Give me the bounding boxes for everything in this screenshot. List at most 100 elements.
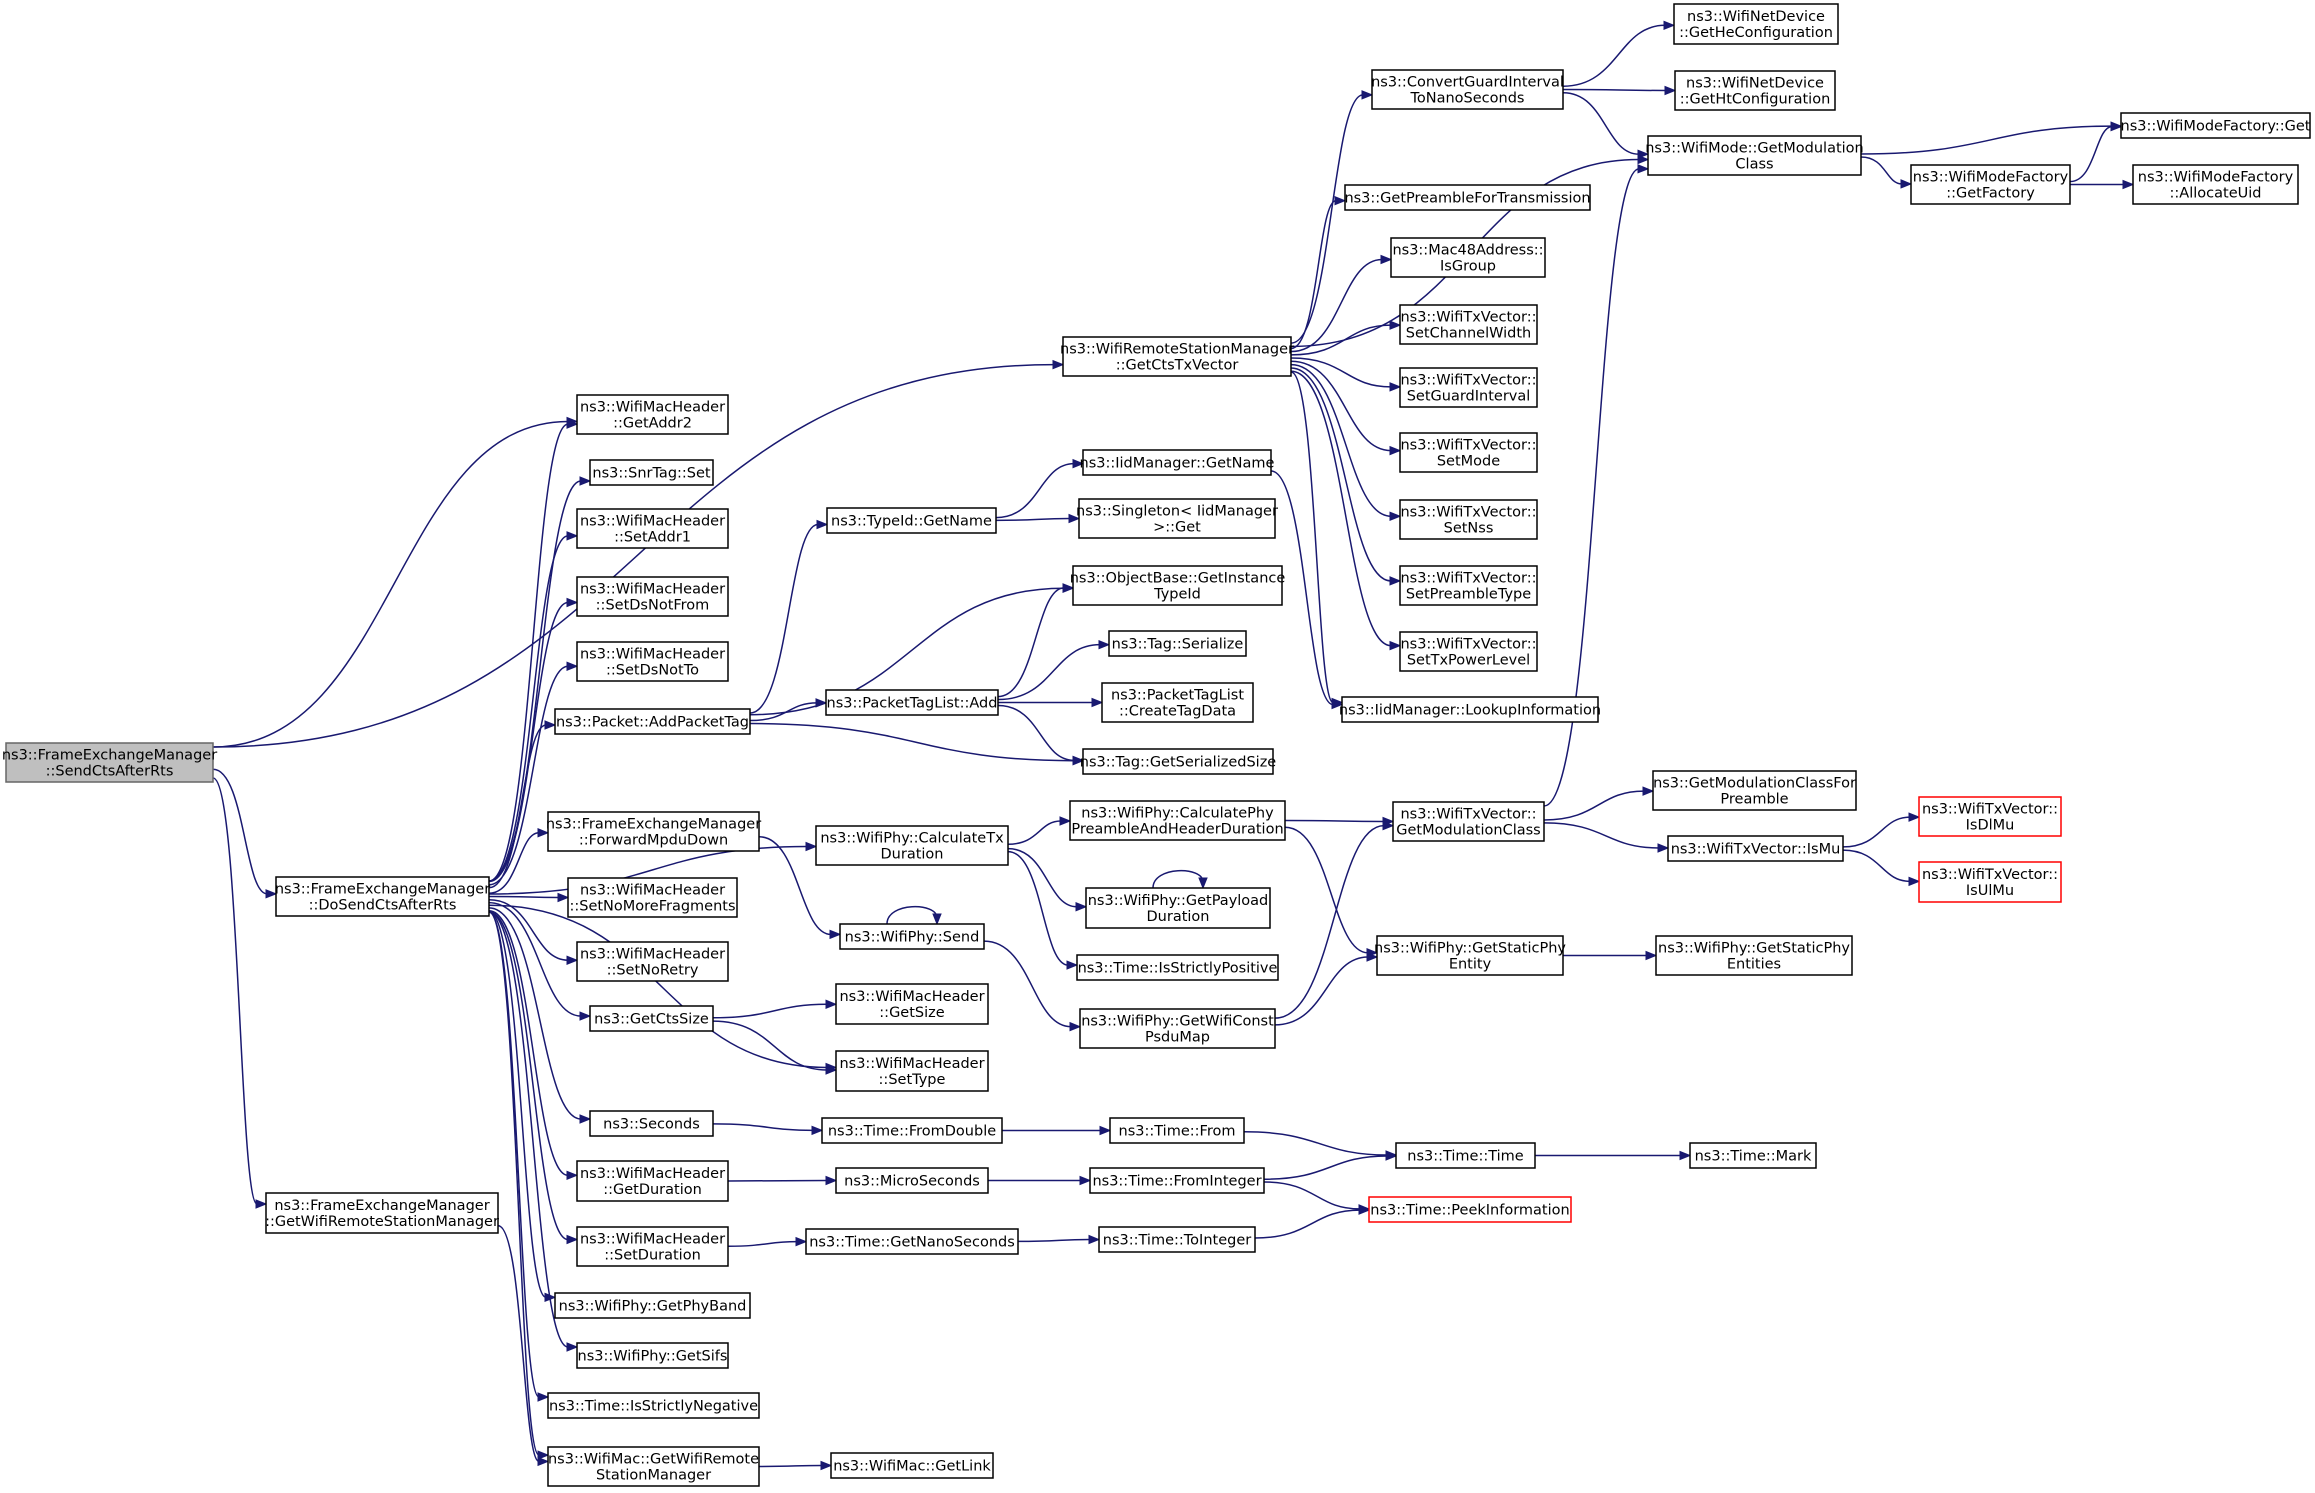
node-setdsnotfrom[interactable]: ns3::WifiMacHeader::SetDsNotFrom [576,576,729,617]
node-createtagdata[interactable]: ns3::PacketTagList::CreateTagData [1101,682,1254,723]
node-getsifs[interactable]: ns3::WifiPhy::GetSifs [576,1342,729,1369]
edge-convertgi-to-gethtconfiguration [1562,85,1677,96]
node-addpackettag[interactable]: ns3::Packet::AddPacketTag [554,708,751,735]
edge-dosendcts-to-forwardmpdudown [488,828,550,894]
node-allocateuid[interactable]: ns3::WifiModeFactory::AllocateUid [2132,164,2299,205]
edge-dosendcts-to-getduration [488,909,579,1181]
node-gethtconfiguration[interactable]: ns3::WifiNetDevice::GetHtConfiguration [1674,70,1836,111]
node-getaddr2[interactable]: ns3::WifiMacHeader::GetAddr2 [576,394,729,435]
node-label: SetChannelWidth [1406,326,1531,342]
node-setduration[interactable]: ns3::WifiMacHeader::SetDuration [576,1226,729,1267]
edge-dosendcts-to-setaddr1 [488,531,579,882]
node-lookupinformation[interactable]: ns3::IidManager::LookupInformation [1339,696,1601,723]
node-setnss[interactable]: ns3::WifiTxVector::SetNss [1399,499,1538,540]
node-seconds[interactable]: ns3::Seconds [589,1110,714,1137]
node-wifiphysend[interactable]: ns3::WifiPhy::Send [839,923,985,950]
node-getctssize[interactable]: ns3::GetCtsSize [589,1005,714,1032]
node-sendcts[interactable]: ns3::FrameExchangeManager::SendCtsAfterR… [2,742,217,783]
node-setchannelwidth[interactable]: ns3::WifiTxVector::SetChannelWidth [1399,304,1538,345]
node-isstrictlynegative[interactable]: ns3::Time::IsStrictlyNegative [547,1392,760,1419]
node-microseconds[interactable]: ns3::MicroSeconds [835,1167,989,1194]
node-box [547,1446,760,1487]
node-label: IsUlMu [1966,883,2014,899]
node-label: ns3::MicroSeconds [844,1174,980,1190]
node-setmode[interactable]: ns3::WifiTxVector::SetMode [1399,432,1538,473]
node-getnanoseconds[interactable]: ns3::Time::GetNanoSeconds [805,1228,1019,1255]
node-label: ::GetHeConfiguration [1679,25,1833,41]
node-isgroup[interactable]: ns3::Mac48Address::IsGroup [1390,237,1546,278]
node-calcphypreamble[interactable]: ns3::WifiPhy::CalculatePhyPreambleAndHea… [1069,800,1286,841]
node-label: PreambleAndHeaderDuration [1071,822,1283,838]
edge-getctstxvector-to-getpreamblefortx [1290,195,1347,350]
node-isulmu[interactable]: ns3::WifiTxVector::IsUlMu [1918,861,2062,903]
node-getwrsm[interactable]: ns3::FrameExchangeManager::GetWifiRemote… [265,1192,499,1234]
node-fromdouble[interactable]: ns3::Time::FromDouble [821,1117,1003,1144]
node-box [1689,1142,1817,1169]
node-tointeger[interactable]: ns3::Time::ToInteger [1098,1226,1256,1253]
node-snrtagset[interactable]: ns3::SnrTag::Set [589,459,714,486]
node-tagserialize[interactable]: ns3::Tag::Serialize [1108,630,1247,657]
edge-getpayloadduration-to-getpayloadduration [1152,870,1208,890]
node-setaddr1[interactable]: ns3::WifiMacHeader::SetAddr1 [576,508,729,549]
node-peekinformation[interactable]: ns3::Time::PeekInformation [1368,1196,1572,1223]
node-timefrom[interactable]: ns3::Time::From [1109,1117,1245,1144]
node-typeidgetname[interactable]: ns3::TypeId::GetName [826,507,997,534]
node-isdlmu[interactable]: ns3::WifiTxVector::IsDlMu [1918,796,2062,837]
node-timemark[interactable]: ns3::Time::Mark [1689,1142,1817,1169]
node-getfactory[interactable]: ns3::WifiModeFactory::GetFactory [1910,164,2071,205]
node-getphyband[interactable]: ns3::WifiPhy::GetPhyBand [554,1292,751,1319]
node-setnomorefragments[interactable]: ns3::WifiMacHeader::SetNoMoreFragments [567,877,738,918]
node-factoryget[interactable]: ns3::WifiModeFactory::Get [2120,112,2311,139]
node-packettaglistadd[interactable]: ns3::PacketTagList::Add [825,689,999,716]
node-txvecismu[interactable]: ns3::WifiTxVector::IsMu [1667,835,1844,862]
node-forwardmpdudown[interactable]: ns3::FrameExchangeManager::ForwardMpduDo… [546,811,761,852]
edge-dosendcts-to-seconds [488,907,592,1124]
edge-wifiphysend-to-getwificonstpsdumap [983,940,1082,1032]
node-label: ns3::Seconds [603,1117,700,1133]
node-setdsnotto[interactable]: ns3::WifiMacHeader::SetDsNotTo [576,641,729,682]
node-label: ns3::WifiPhy::GetPayload [1088,893,1269,909]
node-fromintegerfn[interactable]: ns3::Time::FromInteger [1089,1167,1265,1194]
node-timetime[interactable]: ns3::Time::Time [1395,1142,1536,1169]
node-label: ::CreateTagData [1119,704,1236,720]
edge-getduration-to-microseconds [727,1175,838,1186]
edge-dosendcts-to-setduration [488,911,579,1245]
node-label: ::GetDuration [603,1182,702,1198]
node-getsize[interactable]: ns3::WifiMacHeader::GetSize [835,983,989,1025]
edge-addpackettag-to-packettaglistadd [749,698,828,722]
node-singletonget[interactable]: ns3::Singleton< IidManager>::Get [1076,498,1278,539]
node-setguardinterval[interactable]: ns3::WifiTxVector::SetGuardInterval [1399,367,1538,408]
node-txvecgetmodclass[interactable]: ns3::WifiTxVector::GetModulationClass [1392,801,1545,842]
node-setpreambletype[interactable]: ns3::WifiTxVector::SetPreambleType [1399,565,1538,606]
node-getduration[interactable]: ns3::WifiMacHeader::GetDuration [576,1160,729,1202]
node-box [589,459,714,486]
node-getserializedsize[interactable]: ns3::Tag::GetSerializedSize [1080,748,1277,775]
node-getheconfiguration[interactable]: ns3::WifiNetDevice::GetHeConfiguration [1673,3,1839,45]
node-getlink[interactable]: ns3::WifiMac::GetLink [830,1452,994,1479]
node-iidgetname[interactable]: ns3::IidManager::GetName [1080,449,1275,476]
node-dosendcts[interactable]: ns3::FrameExchangeManager::DoSendCtsAfte… [275,876,490,917]
edge-sendcts-to-getctstxvector [212,359,1065,748]
node-setnoretry[interactable]: ns3::WifiMacHeader::SetNoRetry [576,941,729,982]
node-box [830,1452,994,1479]
node-label: ns3::Packet::AddPacketTag [556,715,749,731]
node-isstrictlypositive[interactable]: ns3::Time::IsStrictlyPositive [1076,954,1279,981]
node-getpreamblefortx[interactable]: ns3::GetPreambleForTransmission [1344,184,1591,211]
node-label: ns3::WifiTxVector:: [1922,867,2058,883]
node-settxpowerlevel[interactable]: ns3::WifiTxVector::SetTxPowerLevel [1399,631,1538,672]
node-box [1674,70,1836,111]
node-getwrsm2[interactable]: ns3::WifiMac::GetWifiRemoteStationManage… [547,1446,760,1487]
node-getctstxvector[interactable]: ns3::WifiRemoteStationManager::GetCtsTxV… [1060,336,1294,377]
node-settype[interactable]: ns3::WifiMacHeader::SetType [835,1050,989,1092]
edge-tointeger-to-peekinformation [1254,1205,1371,1239]
edge-getctstxvector-to-convertgi [1290,90,1374,344]
node-modegetmodclass[interactable]: ns3::WifiMode::GetModulationClass [1645,135,1864,176]
